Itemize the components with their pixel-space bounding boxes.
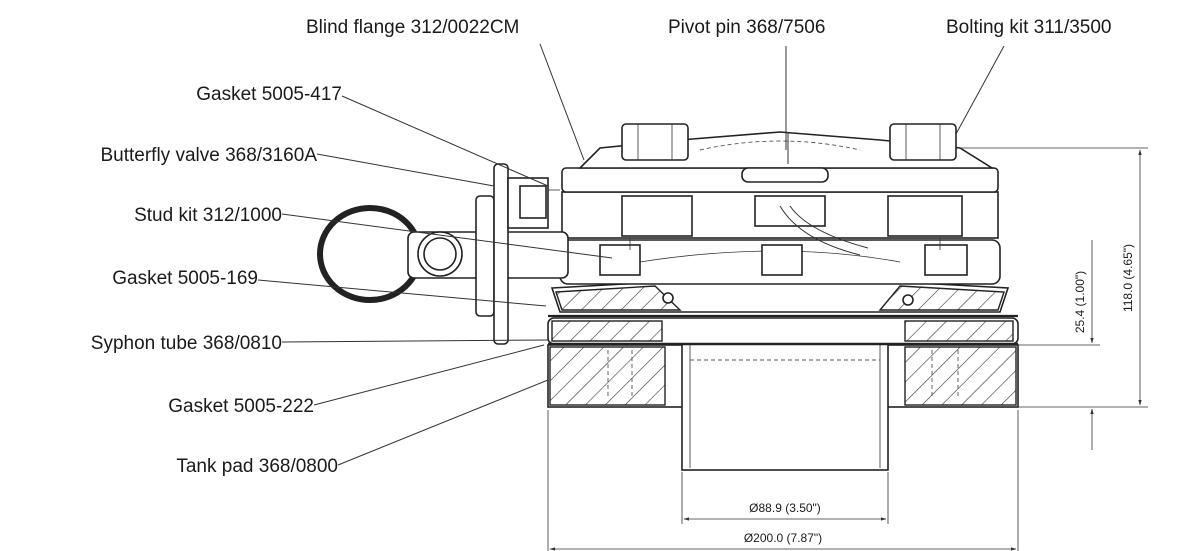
label-stud-kit: Stud kit 312/1000 (134, 205, 282, 226)
bolting-kit (621, 123, 957, 164)
leader-lines (257, 43, 1005, 466)
dimension-lines (547, 147, 1148, 551)
label-gasket-169: Gasket 5005-169 (112, 268, 258, 289)
leader-blind-flange (539, 43, 585, 161)
butterfly-valve (317, 163, 569, 345)
leader-syphon-tube (281, 339, 549, 343)
valve-body (548, 281, 1018, 318)
dim-overall-height: 118.0 (4.65") (1121, 244, 1135, 312)
label-tank-pad: Tank pad 368/0800 (176, 456, 338, 477)
label-butterfly-valve: Butterfly valve 368/3160A (100, 145, 317, 166)
valve-upper-body (559, 239, 1001, 285)
label-pivot-pin: Pivot pin 368/7506 (668, 17, 825, 38)
leader-gasket-169 (257, 279, 547, 307)
leader-stud-kit (281, 213, 613, 259)
leader-gasket-222 (313, 344, 545, 406)
leader-gasket-417 (341, 95, 549, 187)
leader-butterfly-valve (316, 153, 495, 187)
lower-flange (547, 317, 1019, 346)
dim-pad-height: 25.4 (1.00") (1073, 271, 1087, 333)
label-gasket-417: Gasket 5005-417 (196, 84, 342, 105)
label-syphon-tube: Syphon tube 368/0810 (91, 333, 282, 354)
dim-pad-diameter: Ø200.0 (7.87") (744, 531, 822, 545)
label-gasket-222: Gasket 5005-222 (168, 396, 314, 417)
label-bolting-kit: Bolting kit 311/3500 (946, 17, 1112, 38)
dim-tube-diameter: Ø88.9 (3.50") (749, 501, 821, 515)
stud-kit (561, 191, 999, 256)
leader-tank-pad (337, 379, 549, 466)
leader-bolting-kit (955, 45, 1005, 135)
label-blind-flange: Blind flange 312/0022CM (306, 17, 519, 38)
